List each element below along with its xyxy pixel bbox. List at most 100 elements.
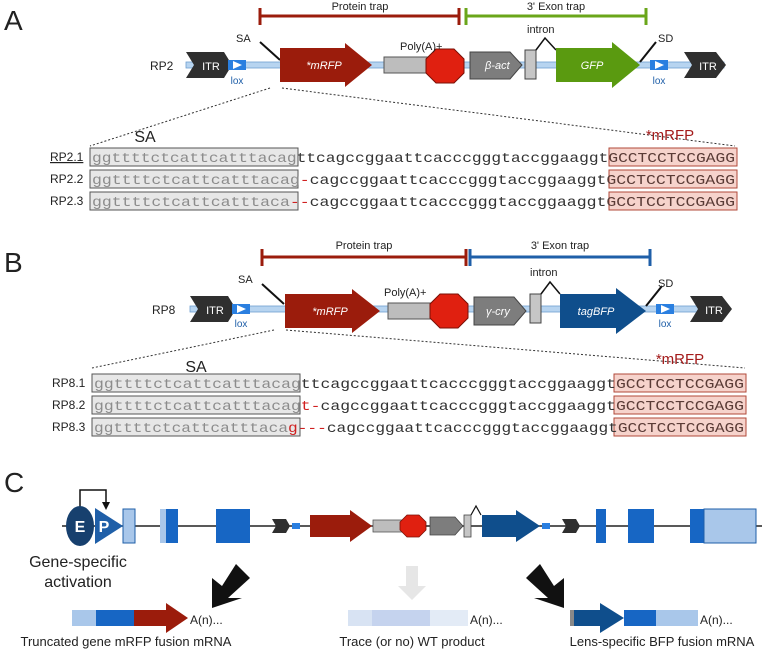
lox-left: lox [228,60,246,87]
row-name: RP2.3 [50,194,84,208]
arrow-down-left [212,564,250,608]
polya-octagon [425,48,465,84]
activation-arrow [79,489,107,510]
svg-text:lox: lox [653,76,666,87]
sequence-row: RP2.3 ggttttctcattcatttaca--cagccggaattc… [50,191,738,211]
activation-label-2: activation [44,574,112,591]
exon-trap-bar: 3' Exon trap [464,1,648,25]
sa-line [261,283,285,305]
svg-text:*mRFP: *mRFP [306,60,342,72]
svg-text:A(n)...: A(n)... [190,613,223,627]
intron-line [540,280,561,295]
svg-text:β-act: β-act [484,60,511,72]
activation-label-1: Gene-specific [29,554,127,571]
bfp-arrow: tagBFP [560,288,646,334]
activation-arrowhead [102,502,110,510]
zoom-line-right [281,87,736,147]
panel-b: B Protein trap 3' Exon trap RP8 ITR lox … [4,240,747,437]
svg-text:P: P [99,519,110,536]
lox-right: lox [656,304,674,330]
row-seq: ggttttctcattcatttaca--cagccggaattcacccgg… [92,196,735,211]
panel-a: A Protein trap 3' Exon trap RP2 ITR lox [4,1,738,211]
svg-text:ITR: ITR [699,61,717,73]
mrfp-arrow: *mRFP [280,43,372,87]
seq-mrfp-label: *mRFP [646,127,694,144]
sd-line [639,41,657,63]
lox-left [292,523,300,529]
exon [122,508,136,544]
bfp-arrow [482,510,540,542]
row-name: RP8.2 [52,398,86,412]
svg-text:tagBFP: tagBFP [578,306,615,318]
svg-text:ITR: ITR [705,305,723,317]
panel-a-letter: A [4,5,23,36]
exon [690,509,704,543]
seq-sa-label: SA [185,359,207,376]
svg-text:lox: lox [659,319,672,330]
exon-trap-label: 3' Exon trap [527,1,585,13]
itr-left: ITR [186,52,232,78]
sa-label: SA [238,274,253,286]
exon [216,509,250,543]
itr-left [272,519,290,533]
enhancer-element: E [66,506,94,546]
row-name: RP8.3 [52,420,86,434]
exon-trap-bar: 3' Exon trap [468,240,652,266]
svg-text:ITR: ITR [202,61,220,73]
arrow-down-right [526,564,564,608]
exon [628,509,654,543]
svg-text:γ-cry: γ-cry [486,306,511,318]
sa-label: SA [236,33,251,45]
promoter-arrow: γ-cry [473,296,527,326]
svg-text:lox: lox [231,76,244,87]
sequence-row: RP2.2 ggttttctcattcatttacag-cagccggaattc… [50,169,738,189]
polya-label: Poly(A)+ [400,41,443,53]
svg-text:A(n)...: A(n)... [470,613,503,627]
exon-trap-label: 3' Exon trap [531,240,589,252]
protein-trap-bar: Protein trap [258,1,461,25]
intron-exon [524,49,537,80]
polya-label: Poly(A)+ [384,287,427,299]
panel-c: C E P [4,467,762,649]
exon [166,509,178,543]
svg-text:E: E [75,519,86,536]
seq-sa-label: SA [134,129,156,146]
row-name: RP8.1 [52,376,86,390]
polya-box [387,302,433,320]
exon [703,508,757,544]
lox-left: lox [232,304,250,330]
row-name: RP2.2 [50,172,84,186]
intron-line [470,504,482,516]
promoter-arrow [429,516,464,536]
zoom-line-left [89,87,271,147]
intron-exon [463,514,472,538]
exon [160,509,166,543]
polya-box [372,519,404,533]
exon [596,509,606,543]
itr-left: ITR [190,296,236,322]
svg-text:ITR: ITR [206,305,224,317]
itr-right [562,519,580,533]
promoter-arrow: β-act [469,51,523,80]
svg-text:GFP: GFP [581,60,604,72]
promoter-element: P [95,508,123,544]
panel-c-letter: C [4,467,24,498]
svg-text:lox: lox [235,319,248,330]
product-middle-label: Trace (or no) WT product [339,634,485,649]
gfp-arrow: GFP [556,42,640,88]
seq-mrfp-label: *mRFP [656,351,704,368]
intron-line [535,36,557,51]
mrfp-arrow [310,510,372,542]
intron-exon [529,293,542,324]
intron-label: intron [527,24,555,36]
protein-trap-bar: Protein trap [260,240,468,266]
product-left-mrna: A(n)... [72,603,223,633]
intron-label: intron [530,267,558,279]
